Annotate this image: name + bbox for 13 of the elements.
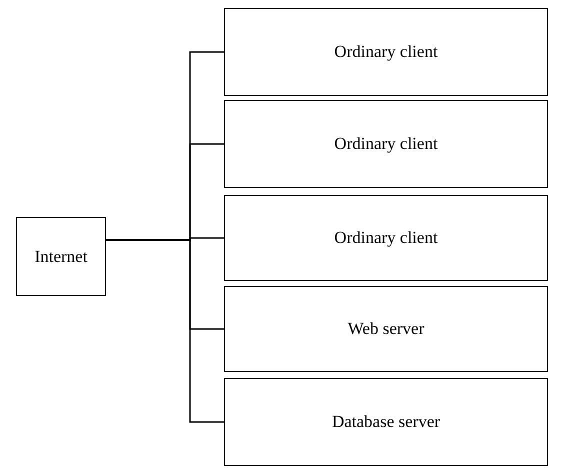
node-label: Internet xyxy=(34,246,88,268)
node-label: Ordinary client xyxy=(334,133,438,156)
node-label: Web server xyxy=(348,318,424,340)
node-box xyxy=(224,195,548,281)
node-box xyxy=(224,378,548,466)
node-label: Ordinary client xyxy=(334,227,438,250)
node-box xyxy=(224,286,548,372)
connector-line xyxy=(106,239,224,423)
node-box xyxy=(224,8,548,96)
node-label: Database server xyxy=(332,411,440,434)
node-box xyxy=(224,100,548,188)
node-box xyxy=(16,217,106,296)
node-label: Ordinary client xyxy=(334,41,438,64)
